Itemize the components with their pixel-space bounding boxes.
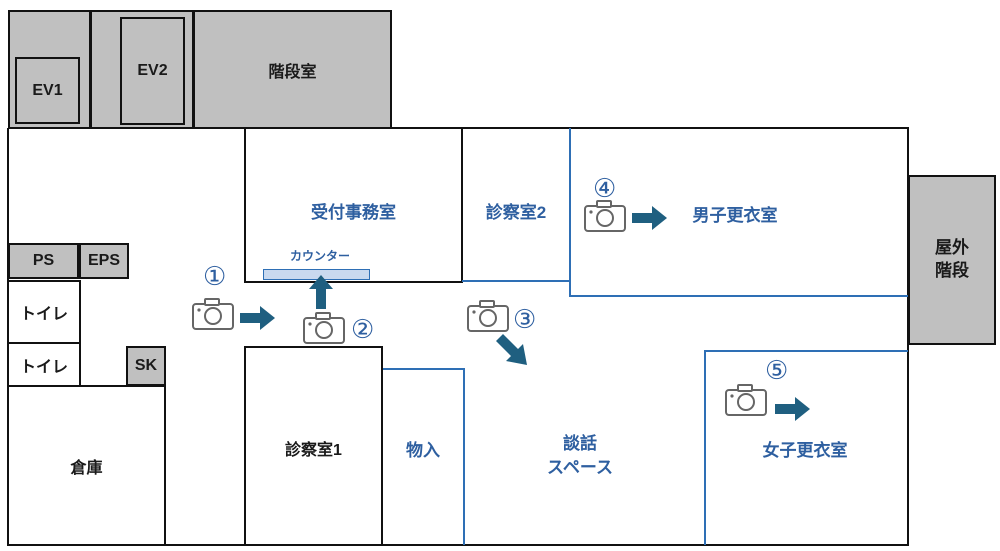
- sk-room: SK: [126, 346, 166, 386]
- direction-arrow-icon: [775, 397, 810, 421]
- viewpoint-1-number: ①: [203, 261, 227, 291]
- outdoor-stairs-label: 屋外 階段: [935, 238, 969, 280]
- outdoor-stairs: 屋外 階段: [908, 175, 996, 345]
- toilet-1-label: トイレ: [19, 306, 68, 323]
- camera-icon: [192, 298, 234, 330]
- womens-locker-label: 女子更衣室: [762, 440, 848, 460]
- ev2-label: EV2: [137, 62, 168, 79]
- direction-arrow-icon: [309, 275, 333, 309]
- viewpoint-4-number: ④: [593, 173, 617, 203]
- ev1-label: EV1: [32, 81, 63, 99]
- lounge-label: 談話 スペース: [547, 434, 613, 477]
- camera-icon: [467, 300, 509, 332]
- direction-arrow-icon: [240, 306, 275, 330]
- camera-icon: [584, 200, 626, 232]
- stairwell: 階段室: [193, 10, 392, 129]
- toilet-2-label: トイレ: [19, 358, 68, 376]
- ps-room: PS: [8, 243, 79, 279]
- counter-label: カウンター: [289, 248, 350, 263]
- ev2-car: EV2: [120, 17, 185, 125]
- exam-room-1-label: 診察室1: [285, 442, 342, 459]
- ev1-car: EV1: [15, 57, 80, 124]
- storage-label: 倉庫: [70, 459, 103, 477]
- eps-room: EPS: [79, 243, 129, 279]
- camera-icon: [303, 312, 345, 344]
- exam-room-2-label: 診察室2: [485, 202, 547, 222]
- closet-label: 物入: [406, 440, 440, 460]
- camera-icon: [725, 384, 767, 416]
- counter: [263, 269, 370, 280]
- viewpoint-2-number: ②: [351, 314, 375, 344]
- reception-label: 受付事務室: [311, 202, 396, 222]
- mens-locker-label: 男子更衣室: [692, 205, 778, 225]
- eps-label: EPS: [87, 252, 120, 269]
- direction-arrow-icon: [496, 334, 527, 365]
- stairwell-label: 階段室: [268, 63, 317, 81]
- direction-arrow-icon: [632, 206, 667, 230]
- viewpoint-3-number: ③: [513, 304, 537, 334]
- ps-label: PS: [32, 252, 55, 269]
- viewpoint-5-number: ⑤: [765, 355, 789, 385]
- sk-label: SK: [134, 357, 158, 374]
